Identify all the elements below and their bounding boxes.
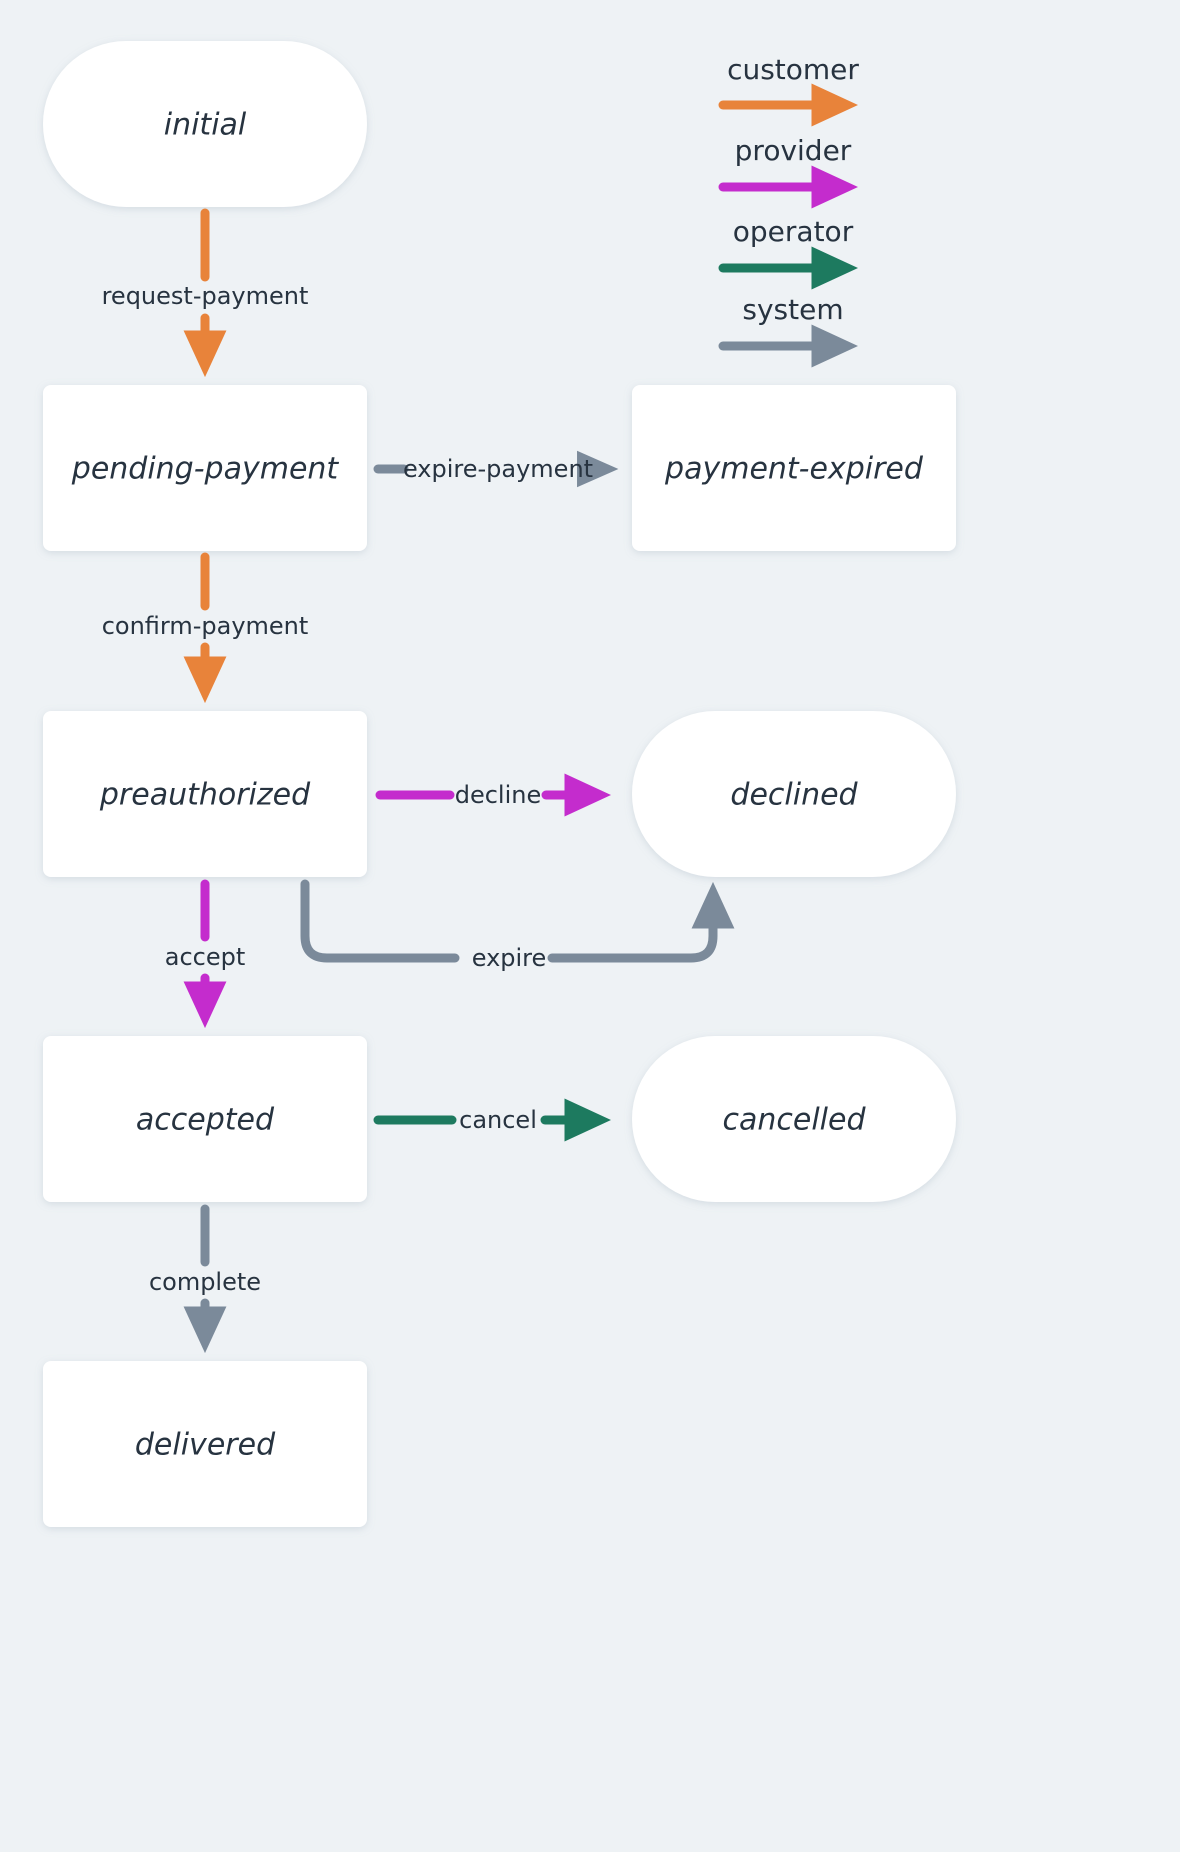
state-node-cancelled-label: cancelled bbox=[722, 1103, 866, 1138]
edge-confirm-payment[interactable]: confirm-payment bbox=[102, 552, 309, 704]
state-node-accepted-label: accepted bbox=[136, 1103, 275, 1138]
state-node-delivered-label: delivered bbox=[135, 1428, 276, 1463]
state-node-preauthorized-label: preauthorized bbox=[99, 778, 311, 813]
edge-cancel-label: cancel bbox=[459, 1106, 537, 1134]
edge-cancel[interactable]: cancel bbox=[373, 1098, 612, 1142]
edge-request-payment-label: request-payment bbox=[102, 282, 309, 310]
state-node-accepted[interactable]: accepted bbox=[43, 1036, 367, 1202]
edge-decline[interactable]: decline bbox=[375, 773, 612, 817]
legend-item-provider: provider bbox=[718, 134, 859, 209]
state-node-initial-label: initial bbox=[164, 108, 247, 143]
state-node-declined[interactable]: declined bbox=[632, 711, 956, 877]
edge-complete-label: complete bbox=[149, 1268, 261, 1296]
state-node-payment-expired-label: payment-expired bbox=[664, 452, 924, 487]
state-node-delivered[interactable]: delivered bbox=[43, 1361, 367, 1527]
state-node-declined-label: declined bbox=[730, 778, 858, 813]
state-node-preauthorized[interactable]: preauthorized bbox=[43, 711, 367, 877]
legend-item-operator: operator bbox=[718, 215, 859, 290]
edge-expire-label: expire bbox=[472, 944, 547, 972]
legend-item-customer: customer bbox=[718, 53, 859, 127]
state-node-cancelled[interactable]: cancelled bbox=[632, 1036, 956, 1202]
edge-request-payment[interactable]: request-payment bbox=[102, 208, 309, 378]
edge-expire-payment-label: expire-payment bbox=[403, 455, 593, 483]
legend-item-provider-label: provider bbox=[735, 134, 852, 167]
nodes-layer: initial pending-payment payment-expired … bbox=[43, 41, 956, 1527]
edge-accept-label: accept bbox=[165, 943, 246, 971]
state-node-pending-payment[interactable]: pending-payment bbox=[43, 385, 367, 551]
edge-confirm-payment-label: confirm-payment bbox=[102, 612, 309, 640]
legend-item-operator-label: operator bbox=[733, 215, 854, 248]
edge-decline-label: decline bbox=[455, 781, 542, 809]
state-node-initial[interactable]: initial bbox=[43, 41, 367, 207]
edge-accept[interactable]: accept bbox=[165, 879, 246, 1029]
legend-item-system-label: system bbox=[742, 293, 843, 326]
legend-item-customer-label: customer bbox=[727, 53, 859, 86]
legend-item-system: system bbox=[718, 293, 859, 368]
edge-complete[interactable]: complete bbox=[149, 1204, 261, 1354]
edges-layer: request-payment expire-payment confirm-p… bbox=[102, 208, 735, 1354]
edge-expire[interactable]: expire bbox=[300, 879, 735, 972]
edge-expire-payment[interactable]: expire-payment bbox=[373, 450, 619, 488]
legend: customer provider operator system bbox=[718, 53, 859, 368]
state-node-payment-expired[interactable]: payment-expired bbox=[632, 385, 956, 551]
state-node-pending-payment-label: pending-payment bbox=[71, 452, 340, 487]
